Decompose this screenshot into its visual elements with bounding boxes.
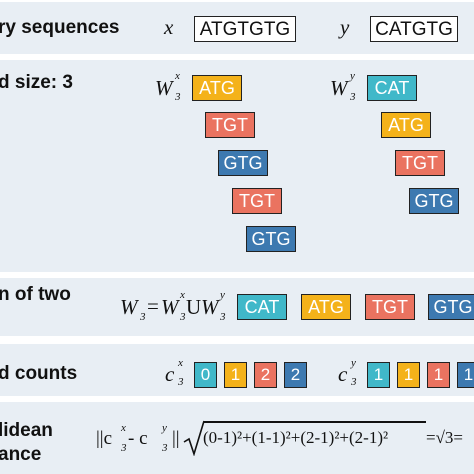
equals-sign: =	[147, 294, 159, 318]
wx-union-subscript: 3	[180, 311, 186, 323]
x-kmer-3: GTG	[218, 150, 268, 176]
x-count-4: 2	[284, 362, 307, 388]
y-kmer-3: TGT	[395, 150, 445, 176]
cx-subscript: 3	[178, 376, 184, 388]
union-kmer-3: TGT	[365, 294, 415, 320]
y-kmer-2: ATG	[381, 112, 431, 138]
wy-superscript: y	[350, 70, 355, 82]
x-kmer-1: ATG	[192, 75, 242, 101]
norm-sub-x: 3	[121, 442, 127, 454]
sqrt-overline	[204, 421, 426, 423]
x-count-3: 2	[254, 362, 277, 388]
union-label: n of two	[0, 284, 71, 305]
x-count-1: 0	[194, 362, 217, 388]
norm-left: ||c	[96, 428, 113, 449]
union-kmer-1: CAT	[237, 294, 287, 320]
norm-sup-x: x	[121, 422, 126, 434]
norm-sup-y: y	[162, 422, 167, 434]
sequences-panel: ry sequences x ATGTGTG y CATGTG	[0, 2, 474, 54]
w3-symbol: W	[120, 295, 138, 319]
wy-union-superscript: y	[220, 289, 225, 301]
counts-panel: d counts c x 3 0 1 2 2 c y 3 1 1 1 1	[0, 344, 474, 396]
distance-formula: (0-1)²+(1-1)²+(2-1)²+(2-1)²	[203, 428, 389, 447]
cy-symbol: c	[338, 362, 348, 386]
x-variable: x	[164, 15, 174, 39]
distance-panel: lidean ance ||c x 3 - c y 3 || (0-1)²+(1…	[0, 402, 474, 474]
wx-symbol: W	[155, 76, 173, 100]
y-variable: y	[340, 15, 350, 39]
x-count-2: 1	[224, 362, 247, 388]
cy-superscript: y	[351, 357, 356, 369]
y-count-4: 1	[457, 362, 474, 388]
x-kmer-4: TGT	[232, 188, 282, 214]
union-kmer-2: ATG	[301, 294, 351, 320]
wx-union-symbol: W	[161, 295, 179, 319]
cy-subscript: 3	[351, 376, 357, 388]
distance-result: =√3=	[426, 428, 464, 447]
x-sequence-box: ATGTGTG	[194, 16, 296, 42]
sqrt-sign-icon	[183, 420, 205, 456]
union-panel: n of two W 3 = W x 3 U W y 3 CAT ATG TGT…	[0, 278, 474, 336]
sequences-label: ry sequences	[0, 17, 120, 38]
y-count-1: 1	[367, 362, 390, 388]
y-kmer-1: CAT	[367, 75, 417, 101]
kmers-panel: d size: 3 W x 3 ATG TGT GTG TGT GTG W y …	[0, 60, 474, 272]
cx-symbol: c	[165, 362, 175, 386]
distance-label-line2: ance	[0, 444, 42, 465]
x-kmer-5: GTG	[246, 226, 296, 252]
y-kmer-4: GTG	[409, 188, 459, 214]
y-count-3: 1	[427, 362, 450, 388]
union-kmer-4: GTG	[428, 294, 474, 320]
norm-sub-y: 3	[162, 442, 168, 454]
wx-subscript: 3	[175, 91, 181, 103]
w3-subscript: 3	[140, 311, 146, 323]
wy-union-subscript: 3	[220, 311, 226, 323]
x-kmer-2: TGT	[205, 112, 255, 138]
wy-subscript: 3	[350, 91, 356, 103]
wx-union-superscript: x	[180, 289, 185, 301]
wy-symbol: W	[330, 76, 348, 100]
distance-label-line1: lidean	[0, 420, 53, 441]
wy-union-symbol: W	[201, 295, 219, 319]
norm-right: ||	[172, 428, 180, 449]
counts-label: d counts	[0, 363, 78, 384]
kmer-size-label: d size: 3	[0, 72, 73, 93]
union-operator: U	[186, 295, 202, 319]
wx-superscript: x	[175, 70, 180, 82]
y-sequence-box: CATGTG	[370, 16, 458, 42]
y-count-2: 1	[397, 362, 420, 388]
norm-mid: - c	[128, 428, 148, 449]
cx-superscript: x	[178, 357, 183, 369]
